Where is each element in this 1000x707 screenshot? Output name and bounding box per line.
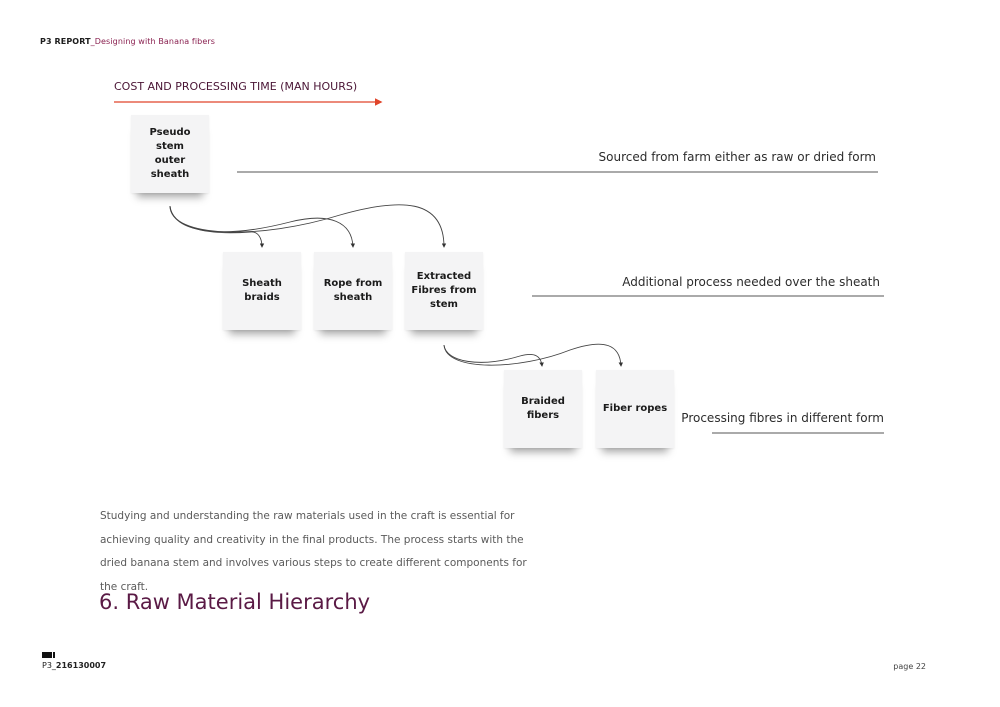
card-braided-fibers: Braided fibers [504,370,582,448]
body-paragraph: Studying and understanding the raw mater… [100,510,527,593]
card-label: Sheath braids [242,278,282,303]
page-number: page 22 [893,662,926,671]
note-additional-process: Additional process needed over the sheat… [622,275,880,289]
report-header: P3 REPORT_Designing with Banana fibers [40,37,215,46]
card-extracted-fibres-from-stem: Extracted Fibres from stem [405,252,483,330]
note-sourced: Sourced from farm either as raw or dried… [598,150,876,164]
connector-to-sheath-braids [169,205,265,248]
connector-to-extracted-fibres [169,204,447,248]
card-fiber-ropes: Fiber ropes [596,370,674,448]
card-sheath-braids: Sheath braids [223,252,301,330]
footer-student-id: P3_216130007 [42,661,106,670]
footer-id-number: 216130007 [55,661,107,670]
footer-logo-icon [42,652,55,658]
footer-id-prefix: P3_ [42,661,56,670]
card-pseudo-stem-outer-sheath: Pseudo stem outer sheath [131,115,209,193]
note-processing-fibres: Processing fibres in different form [681,411,884,425]
connector-to-braided-fibers [443,344,544,367]
card-label: Pseudo stem outer sheath [149,127,191,180]
report-code: P3 REPORT [40,37,91,46]
card-label: Extracted Fibres from stem [411,271,477,310]
card-label: Rope from sheath [323,278,383,303]
card-label: Braided fibers [521,396,565,421]
card-rope-from-sheath: Rope from sheath [314,252,392,330]
report-subtitle: _Designing with Banana fibers [90,37,215,46]
connector-to-fiber-ropes [443,343,624,367]
card-label: Fiber ropes [602,403,668,414]
axis-label: COST AND PROCESSING TIME (MAN HOURS) [114,80,358,93]
section-title: 6. Raw Material Hierarchy [99,590,371,614]
